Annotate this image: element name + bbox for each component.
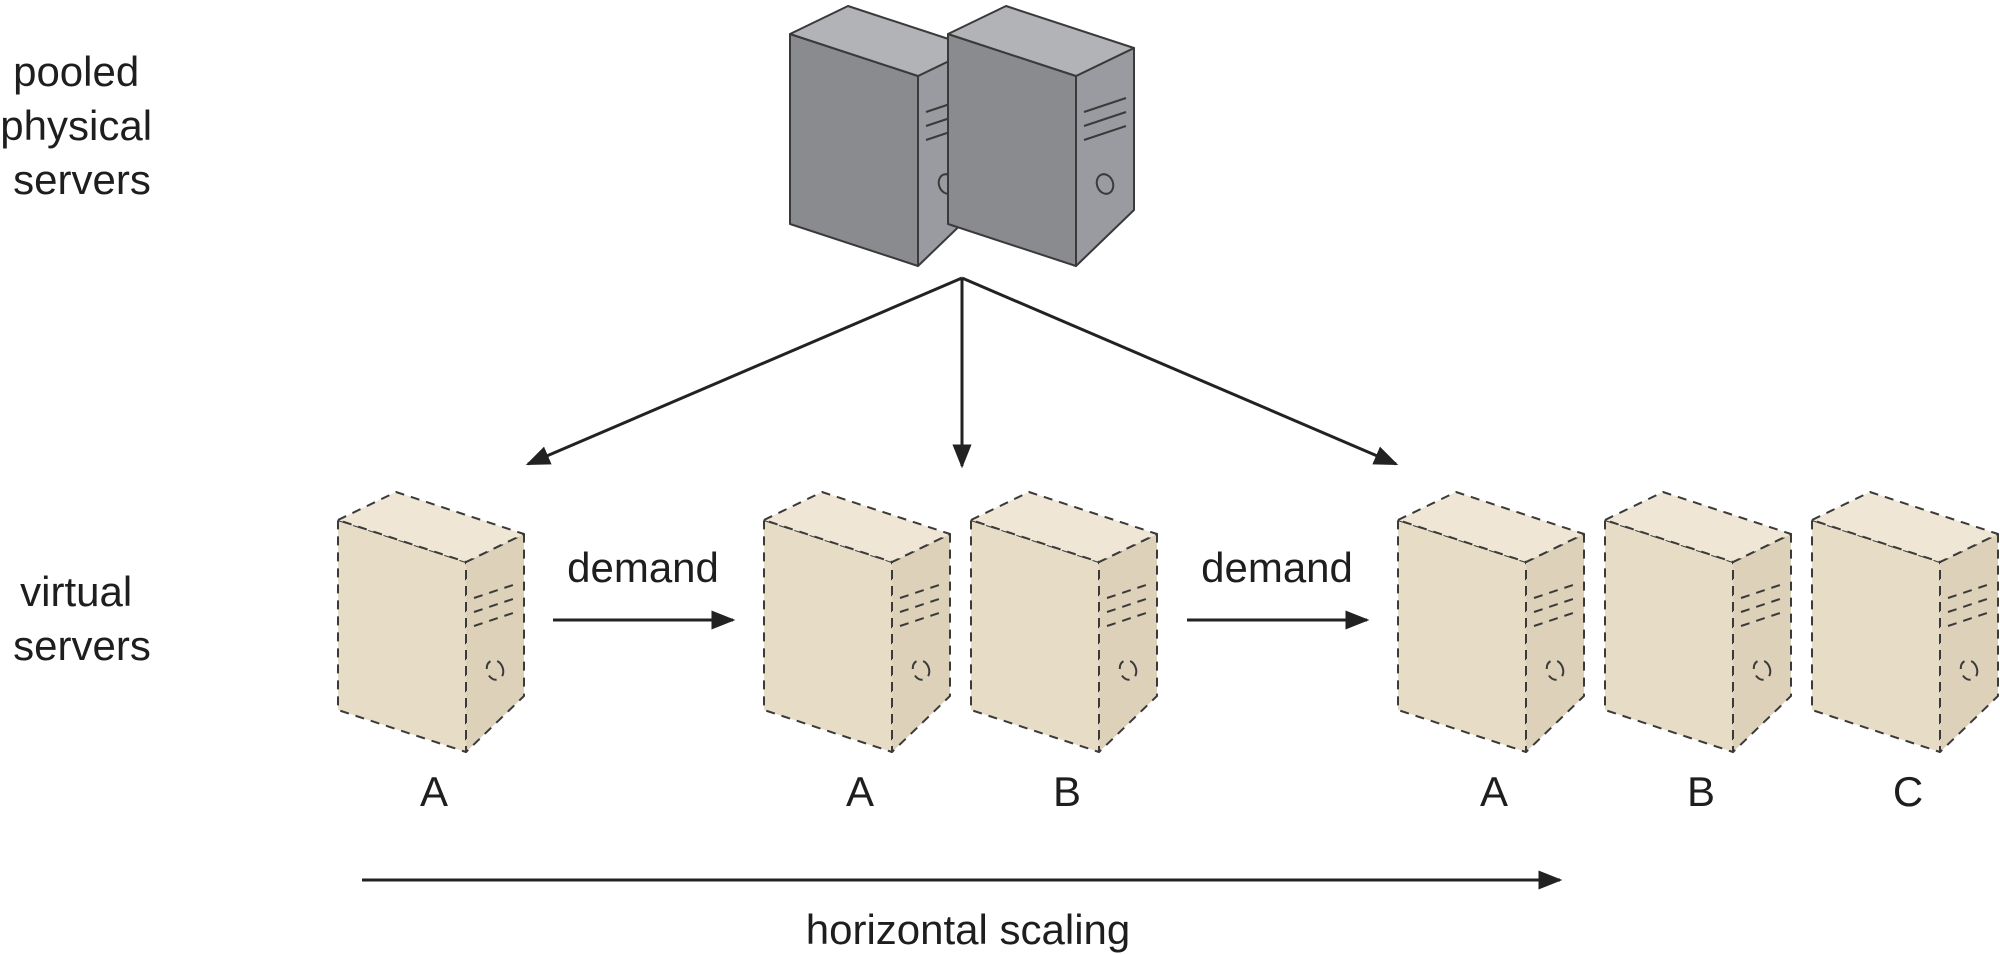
vent-line (473, 583, 517, 599)
server-top-face (763, 491, 951, 563)
pooled-physical-servers (789, 5, 1135, 267)
vent-line (899, 597, 943, 613)
arrow-to-group-3 (961, 276, 1399, 466)
server-side-face (1939, 533, 1999, 753)
server-label: A (846, 768, 874, 815)
vent-line (899, 583, 943, 599)
server-top-face (337, 491, 525, 563)
vent-line (1106, 611, 1150, 627)
vent-line (1106, 597, 1150, 613)
vent-line (473, 597, 517, 613)
power-button-icon (1752, 659, 1772, 681)
server-top-face (1397, 491, 1585, 563)
vent-line (1947, 583, 1991, 599)
server-label: B (1687, 768, 1715, 815)
vent-line (1740, 597, 1784, 613)
horizontal-scaling: horizontal scaling (362, 870, 1563, 953)
arrow-to-group-1 (525, 276, 963, 466)
server-top-face (1604, 491, 1792, 563)
server-side-face (1098, 533, 1158, 753)
server-top-face (947, 5, 1135, 77)
demand-label-2: demand (1201, 544, 1353, 591)
vent-line (1533, 583, 1577, 599)
virtual-server-a (337, 491, 525, 753)
vent-line (473, 611, 517, 627)
demand-transition-2: demand (1187, 544, 1370, 630)
power-button-icon (911, 659, 931, 681)
vent-line (1533, 611, 1577, 627)
virtual-server-b (970, 491, 1158, 753)
power-button-icon (1959, 659, 1979, 681)
power-button-icon (1118, 659, 1138, 681)
horizontal-scaling-label: horizontal scaling (806, 906, 1131, 953)
virtual-server-c (1811, 491, 1999, 753)
server-side-face (891, 533, 951, 753)
server-side-face (1075, 47, 1135, 267)
vent-line (1083, 111, 1127, 127)
label-pooled-physical-servers: pooled physical servers (0, 48, 163, 203)
server-label: C (1893, 768, 1923, 815)
vent-line (1083, 97, 1127, 113)
vent-line (1740, 583, 1784, 599)
server-side-face (465, 533, 525, 753)
virtual-server-group-1: A (337, 491, 525, 815)
server-top-face (1811, 491, 1999, 563)
server-label: A (1480, 768, 1508, 815)
vent-line (1947, 597, 1991, 613)
power-button-icon (1545, 659, 1565, 681)
label-virtual-servers: virtual servers (13, 568, 151, 669)
vent-line (1947, 611, 1991, 627)
power-button-icon (1095, 173, 1115, 195)
physical-server-2 (947, 5, 1135, 267)
vent-line (1740, 611, 1784, 627)
server-side-face (1525, 533, 1585, 753)
vent-line (1533, 597, 1577, 613)
distribution-arrows (525, 276, 1399, 469)
server-top-face (970, 491, 1158, 563)
virtual-server-group-3: A B C (1397, 491, 1999, 815)
virtual-server-a (1397, 491, 1585, 753)
server-label: A (420, 768, 448, 815)
virtual-server-b (1604, 491, 1792, 753)
server-side-face (1732, 533, 1792, 753)
vent-line (899, 611, 943, 627)
demand-transition-1: demand (553, 544, 736, 630)
vent-line (1106, 583, 1150, 599)
vent-line (1083, 125, 1127, 141)
power-button-icon (485, 659, 505, 681)
server-label: B (1053, 768, 1081, 815)
virtual-server-a (763, 491, 951, 753)
demand-label-1: demand (567, 544, 719, 591)
